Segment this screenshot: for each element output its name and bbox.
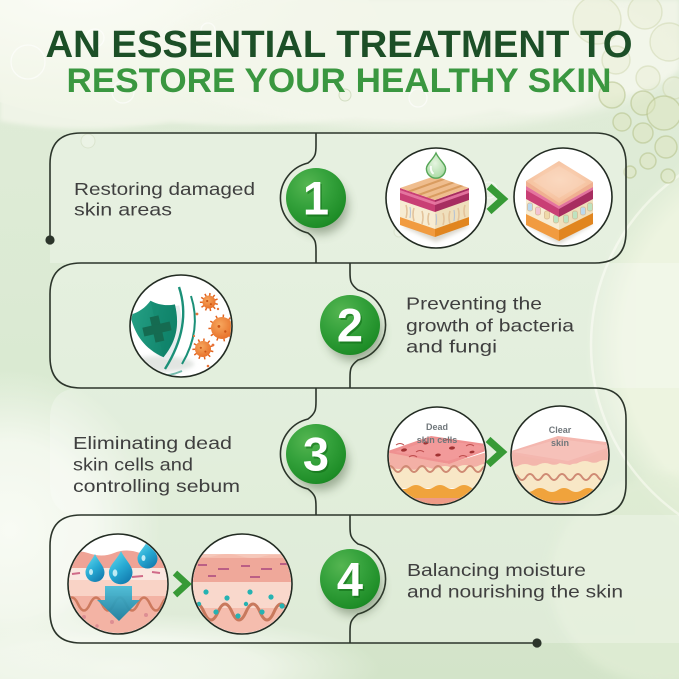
svg-text:skin: skin [551, 438, 569, 448]
svg-text:Balancing moisture: Balancing moisture [407, 560, 586, 580]
svg-text:controlling sebum: controlling sebum [73, 476, 240, 496]
svg-text:and nourishing the skin: and nourishing the skin [407, 582, 623, 602]
svg-text:and fungi: and fungi [406, 337, 497, 357]
svg-text:1: 1 [304, 174, 330, 227]
svg-text:Eliminating dead: Eliminating dead [73, 433, 232, 453]
svg-text:3: 3 [304, 430, 330, 483]
svg-text:Restoring damaged: Restoring damaged [74, 179, 255, 199]
svg-text:1: 1 [303, 172, 329, 225]
svg-text:Dead: Dead [426, 422, 448, 432]
svg-text:AN ESSENTIAL TREATMENT TO: AN ESSENTIAL TREATMENT TO [46, 24, 633, 66]
svg-text:Preventing the: Preventing the [406, 294, 542, 314]
svg-text:2: 2 [338, 301, 364, 354]
svg-text:skin cells and: skin cells and [73, 455, 193, 475]
svg-text:4: 4 [338, 555, 364, 608]
svg-text:skin cells: skin cells [417, 435, 458, 445]
svg-text:skin areas: skin areas [74, 200, 172, 220]
svg-text:3: 3 [303, 428, 329, 481]
svg-text:RESTORE YOUR HEALTHY SKIN: RESTORE YOUR HEALTHY SKIN [67, 62, 612, 100]
svg-text:Clear: Clear [549, 425, 572, 435]
svg-text:2: 2 [337, 299, 363, 352]
svg-text:growth of bacteria: growth of bacteria [406, 316, 574, 336]
svg-text:4: 4 [337, 553, 363, 606]
